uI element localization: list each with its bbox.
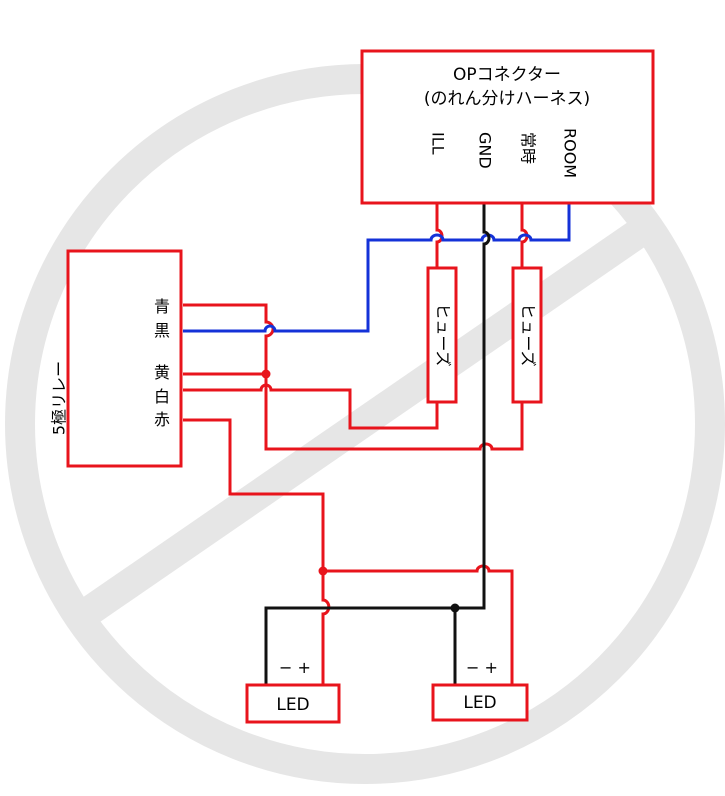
fuse-1: ヒューズ bbox=[426, 266, 458, 404]
pin-label-gnd: GND bbox=[476, 132, 495, 169]
pin-label-ill: ILL bbox=[429, 132, 448, 155]
pin-label-constant: 常時 bbox=[519, 132, 538, 164]
fuse-1-label: ヒューズ bbox=[434, 303, 453, 366]
junction-dots bbox=[261, 369, 460, 613]
wire-relay-red-pin bbox=[183, 418, 331, 685]
relay-pin-black: 黒 bbox=[154, 321, 170, 340]
led-1-polarity: − + bbox=[279, 658, 311, 677]
relay-title: 5極リレー bbox=[50, 361, 69, 435]
connector-title: OPコネクター bbox=[453, 65, 561, 85]
relay: 5極リレー 青 黒 黄 白 赤 bbox=[50, 249, 183, 468]
wire-relay-blue-pin bbox=[183, 303, 275, 377]
junction-dot bbox=[450, 603, 460, 613]
fuse-2-label: ヒューズ bbox=[519, 303, 538, 366]
fuse-2: ヒューズ bbox=[511, 266, 543, 404]
wires bbox=[183, 204, 571, 685]
relay-pin-red: 赤 bbox=[154, 410, 170, 429]
led-1-label: LED bbox=[276, 695, 309, 715]
wire-gnd bbox=[264, 204, 491, 685]
led-1: − + LED bbox=[245, 658, 341, 724]
relay-pin-white: 白 bbox=[154, 387, 170, 406]
led-2: − + LED bbox=[431, 658, 529, 722]
connector-subtitle: (のれん分けハーネス) bbox=[424, 89, 590, 109]
led-2-label: LED bbox=[463, 693, 496, 713]
led-2-polarity: − + bbox=[466, 658, 498, 677]
relay-pin-yellow: 黄 bbox=[154, 363, 170, 382]
wire-fuse1-out bbox=[183, 383, 439, 430]
wire-room bbox=[183, 204, 571, 333]
junction-dot bbox=[318, 566, 328, 576]
relay-pin-blue: 青 bbox=[154, 297, 170, 316]
wire-fuse2-out bbox=[264, 377, 524, 451]
junction-dot bbox=[261, 369, 271, 379]
op-connector: OPコネクター (のれん分けハーネス) ILL GND 常時 ROOM bbox=[360, 49, 655, 205]
pin-label-room: ROOM bbox=[561, 128, 580, 178]
